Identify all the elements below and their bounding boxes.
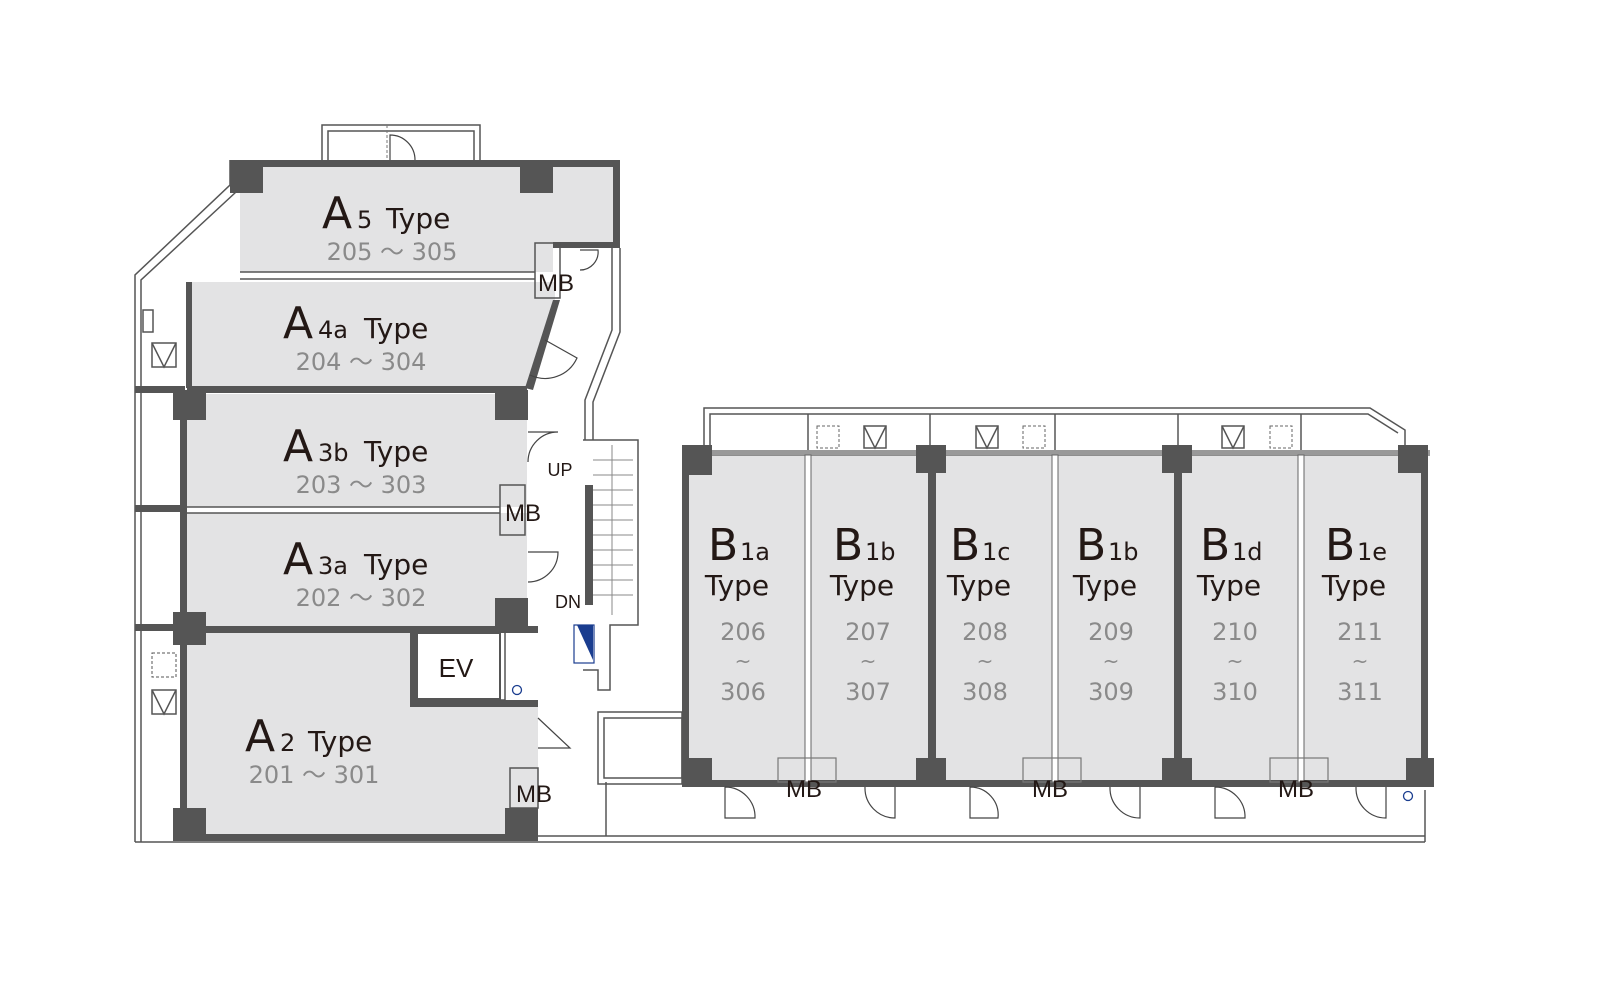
unit-range: 203 ～ 303 bbox=[296, 471, 427, 499]
unit-sub: 3b bbox=[318, 439, 349, 467]
unit-letter: A bbox=[322, 188, 352, 239]
unit-b1a[interactable] bbox=[687, 455, 805, 782]
unit-sub: 1e bbox=[1357, 538, 1387, 566]
unit-range-from: 208 bbox=[962, 618, 1008, 646]
unit-a3a[interactable] bbox=[187, 513, 527, 626]
label-a5: A 5 Type 205 ～ 305 bbox=[322, 188, 457, 266]
unit-range-to: 307 bbox=[845, 678, 891, 706]
unit-b1b-2[interactable] bbox=[1058, 455, 1175, 782]
unit-range-from: 211 bbox=[1337, 618, 1383, 646]
drain-icon bbox=[511, 684, 523, 696]
unit-range-sep: ~ bbox=[1227, 649, 1244, 673]
unit-range: 204 ～ 304 bbox=[296, 348, 427, 376]
unit-b1d[interactable] bbox=[1182, 455, 1298, 782]
staircase[interactable] bbox=[573, 439, 639, 691]
unit-letter: A bbox=[283, 298, 313, 349]
unit-a3b[interactable] bbox=[187, 394, 527, 507]
unit-b1b[interactable] bbox=[811, 455, 929, 782]
unit-type: Type bbox=[1321, 569, 1386, 602]
unit-range: 205 ～ 305 bbox=[327, 238, 458, 266]
unit-type: Type bbox=[363, 548, 428, 581]
ev-label: EV bbox=[439, 653, 474, 683]
building-outline bbox=[134, 124, 1426, 843]
unit-sub: 3a bbox=[318, 552, 348, 580]
unit-letter: A bbox=[245, 711, 275, 762]
unit-sub: 1b bbox=[865, 538, 896, 566]
unit-range: 201 ～ 301 bbox=[249, 761, 380, 789]
unit-letter: B bbox=[1200, 520, 1230, 571]
unit-type: Type bbox=[307, 725, 372, 758]
label-a3a: A 3a Type 202 ～ 302 bbox=[283, 534, 428, 612]
unit-range-sep: ~ bbox=[1352, 649, 1369, 673]
label-a2: A 2 Type 201 ～ 301 bbox=[245, 711, 379, 789]
walls-a bbox=[135, 160, 620, 841]
mb-label: MB bbox=[1032, 776, 1068, 803]
drain-icon bbox=[1402, 790, 1414, 802]
unit-type: Type bbox=[946, 569, 1011, 602]
mb-label: MB bbox=[516, 781, 552, 808]
unit-type: Type bbox=[385, 202, 450, 235]
unit-range-sep: ~ bbox=[735, 649, 752, 673]
unit-range-to: 310 bbox=[1212, 678, 1258, 706]
unit-sub: 1b bbox=[1108, 538, 1139, 566]
unit-sub: 5 bbox=[357, 206, 372, 234]
unit-type: Type bbox=[1196, 569, 1261, 602]
unit-sub: 1c bbox=[982, 538, 1010, 566]
unit-b1c[interactable] bbox=[936, 455, 1052, 782]
unit-sub: 4a bbox=[318, 316, 348, 344]
unit-range: 202 ～ 302 bbox=[296, 584, 427, 612]
unit-range-sep: ~ bbox=[977, 649, 994, 673]
mb-label: MB bbox=[505, 500, 541, 527]
label-a3b: A 3b Type 203 ～ 303 bbox=[283, 421, 428, 499]
stairs-down-label: DN bbox=[555, 592, 581, 612]
unit-type: Type bbox=[363, 435, 428, 468]
unit-range-to: 309 bbox=[1088, 678, 1134, 706]
unit-letter: B bbox=[1076, 520, 1106, 571]
unit-range-from: 207 bbox=[845, 618, 891, 646]
unit-range-to: 308 bbox=[962, 678, 1008, 706]
unit-range-to: 311 bbox=[1337, 678, 1383, 706]
unit-sub: 2 bbox=[280, 729, 295, 757]
unit-range-from: 206 bbox=[720, 618, 766, 646]
unit-sub: 1a bbox=[740, 538, 770, 566]
unit-a4a[interactable] bbox=[192, 282, 555, 388]
label-a4a: A 4a Type 204 ～ 304 bbox=[283, 298, 428, 376]
unit-letter: B bbox=[708, 520, 738, 571]
elevator bbox=[416, 632, 501, 700]
unit-letter: B bbox=[1325, 520, 1355, 571]
mb-label: MB bbox=[538, 270, 574, 297]
unit-type: Type bbox=[1072, 569, 1137, 602]
unit-letter: A bbox=[283, 534, 313, 585]
unit-range-from: 210 bbox=[1212, 618, 1258, 646]
unit-type: Type bbox=[829, 569, 894, 602]
unit-a2[interactable] bbox=[187, 632, 538, 838]
unit-b1e[interactable] bbox=[1304, 455, 1422, 782]
unit-range-from: 209 bbox=[1088, 618, 1134, 646]
unit-type: Type bbox=[704, 569, 769, 602]
walls-b bbox=[682, 425, 1434, 819]
unit-letter: B bbox=[950, 520, 980, 571]
unit-type: Type bbox=[363, 312, 428, 345]
mb-label: MB bbox=[786, 776, 822, 803]
units-b bbox=[687, 455, 1422, 782]
stairs-up-label: UP bbox=[547, 460, 572, 480]
unit-range-sep: ~ bbox=[1103, 649, 1120, 673]
unit-letter: B bbox=[833, 520, 863, 571]
unit-range-sep: ~ bbox=[860, 649, 877, 673]
unit-range-to: 306 bbox=[720, 678, 766, 706]
mb-label: MB bbox=[1278, 776, 1314, 803]
unit-sub: 1d bbox=[1232, 538, 1263, 566]
unit-letter: A bbox=[283, 421, 313, 472]
